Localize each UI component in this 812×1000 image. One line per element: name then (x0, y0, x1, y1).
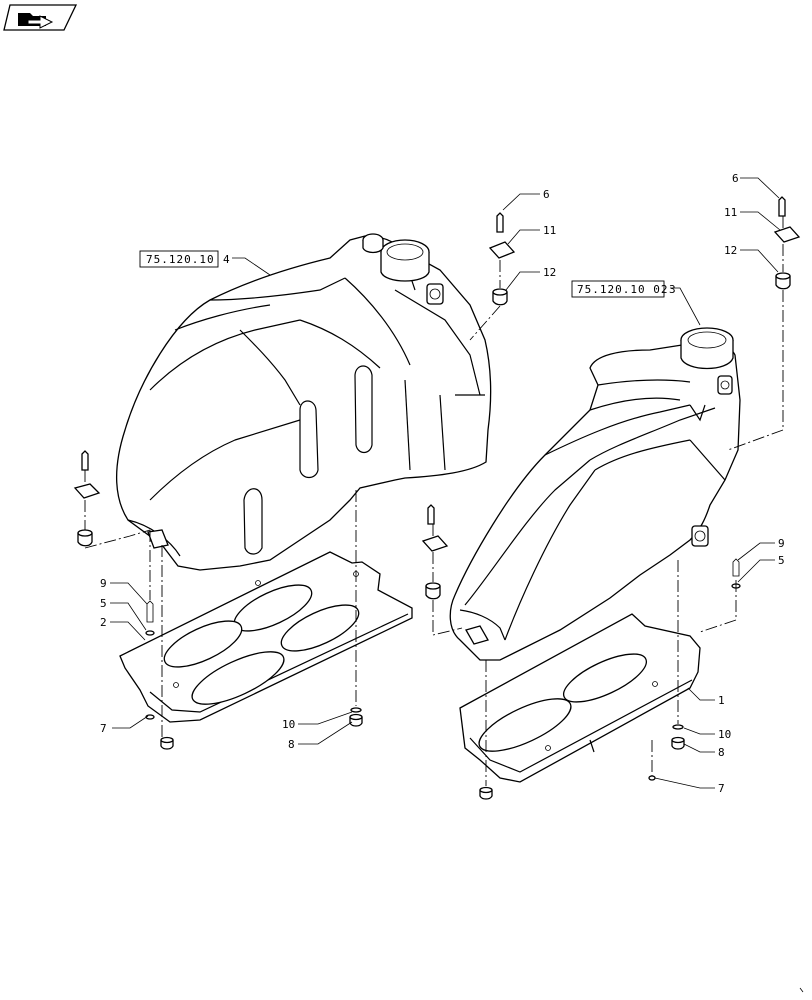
callout-6-left: 6 (543, 188, 550, 201)
callout-3: 3 (669, 283, 676, 296)
callout-7-right: 7 (718, 782, 725, 795)
callout-4: 4 (223, 253, 230, 266)
ref-right-text: 75.120.10 02 (577, 283, 668, 296)
left-fuel-tank (116, 233, 492, 571)
ref-box-right[interactable]: 75.120.10 02 (571, 280, 668, 298)
assembly-centerlines (84, 216, 784, 786)
callout-11-left: 11 (543, 224, 556, 237)
callout-12-right: 12 (724, 244, 737, 257)
ref-box-left[interactable]: 75.120.10 (139, 250, 219, 268)
right-mid-fasteners (421, 504, 449, 600)
callout-6-right: 6 (732, 172, 739, 185)
left-plate-bolts (145, 600, 363, 750)
right-plate-bolts (479, 558, 741, 800)
right-top-fasteners (773, 196, 801, 290)
callout-1: 1 (718, 694, 725, 707)
callout-9-right: 9 (778, 537, 785, 550)
callout-5-left: 5 (100, 597, 107, 610)
callout-10-left: 10 (282, 718, 295, 731)
callout-8-left: 8 (288, 738, 295, 751)
left-shield-plate (119, 551, 413, 723)
leader-lines (110, 177, 781, 789)
callout-12-left: 12 (543, 266, 556, 279)
right-fuel-tank (449, 327, 741, 661)
callout-2: 2 (100, 616, 107, 629)
callout-labels: 4 3 6 11 12 6 11 12 9 5 2 7 10 8 9 5 1 1… (100, 172, 785, 795)
callout-10-right: 10 (718, 728, 731, 741)
callout-8-right: 8 (718, 746, 725, 759)
callout-7-left: 7 (100, 722, 107, 735)
folder-arrow-icon (18, 13, 54, 29)
nav-button[interactable] (3, 4, 78, 31)
callout-9-left: 9 (100, 577, 107, 590)
corner-mark (799, 987, 804, 993)
callout-5-right: 5 (778, 554, 785, 567)
left-top-fasteners (488, 212, 516, 306)
right-shield-plate (459, 613, 701, 783)
left-side-fasteners (73, 450, 101, 547)
ref-left-text: 75.120.10 (146, 253, 215, 266)
callout-11-right: 11 (724, 206, 737, 219)
